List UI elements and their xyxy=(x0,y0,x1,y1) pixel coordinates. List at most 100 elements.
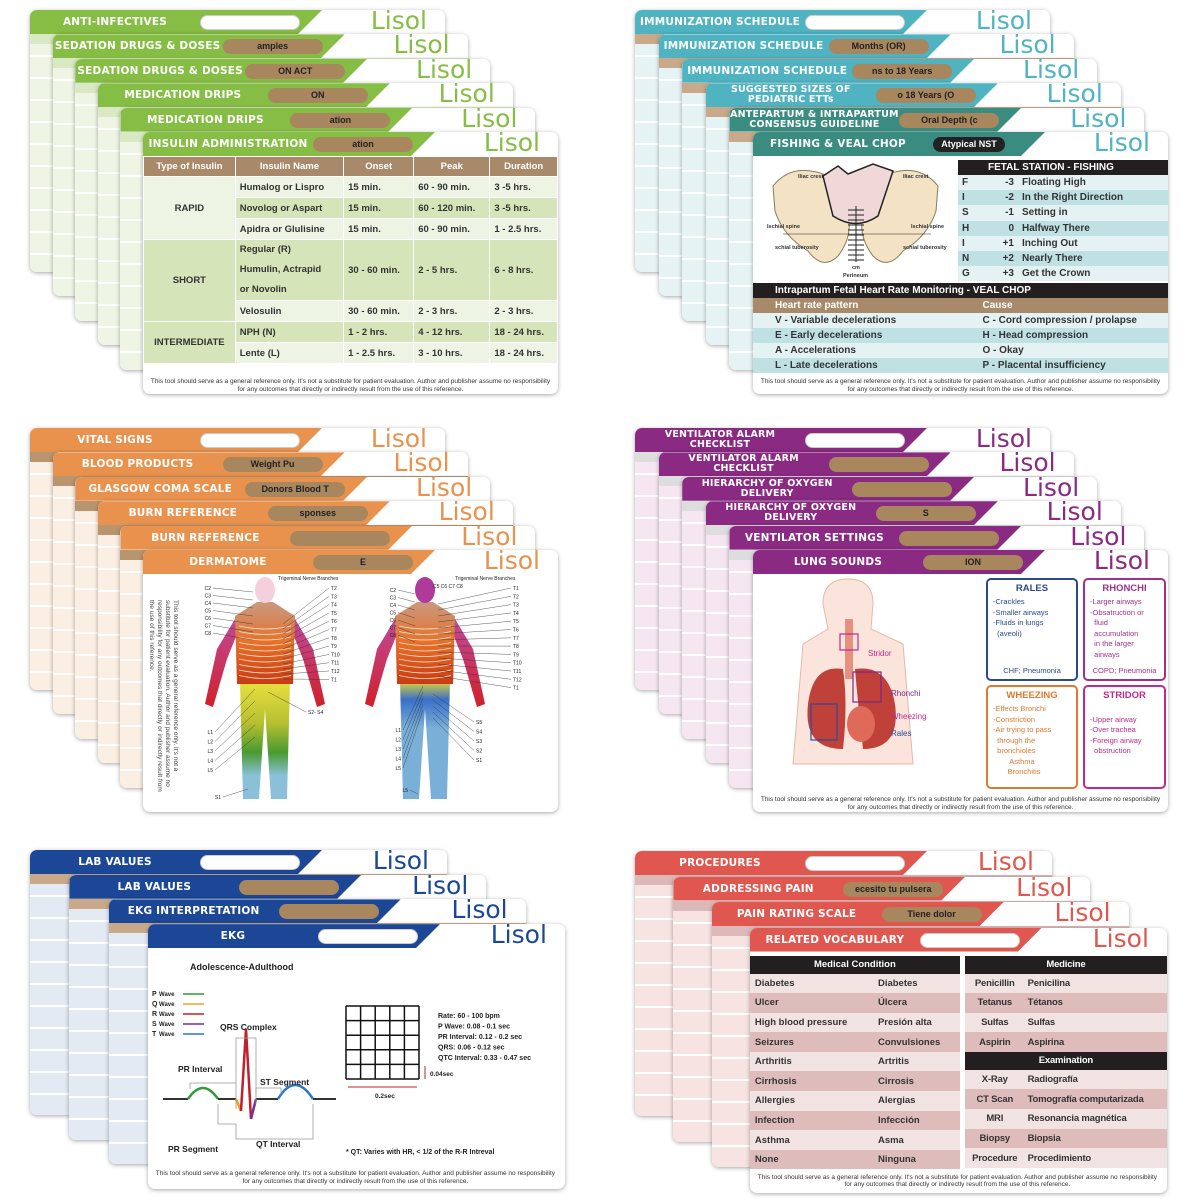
body-figure xyxy=(205,577,325,799)
brand-logo: Lisol xyxy=(1016,876,1073,902)
dermatome-band xyxy=(238,653,292,657)
pelvis-label: Perineum xyxy=(843,273,868,279)
box-line: (aveoli) xyxy=(993,628,1022,638)
table-cell: 1 - 2.5 hrs. xyxy=(489,218,558,240)
dermatome-label: L3 xyxy=(207,749,213,755)
leader-line xyxy=(212,625,254,633)
ekg-label: PR Interval xyxy=(178,1064,222,1074)
sound-box-rales: RALES-Crackles-Smaller airways-Fluids in… xyxy=(986,578,1078,681)
ekg-label: QTC Interval: 0.33 - 0.47 sec xyxy=(438,1055,531,1062)
station-cell: +2 xyxy=(988,250,1018,267)
card-title: HIERARCHY OF OXYGEN DELIVERY xyxy=(725,502,857,524)
dermatome-band xyxy=(238,642,292,646)
card-title: BURN REFERENCE xyxy=(151,531,260,544)
leader-line xyxy=(437,663,512,672)
box-line: -Crackles xyxy=(993,597,1025,606)
dermatome-band xyxy=(398,658,452,663)
dermatome-label: T5 xyxy=(331,611,337,617)
lanyard-slot: ION xyxy=(923,555,1023,570)
card-title: FISHING & VEAL CHOP xyxy=(770,138,906,150)
brand-logo: Lisol xyxy=(1092,927,1149,953)
dermatome-label: S1 xyxy=(476,758,482,764)
leader-line xyxy=(212,595,254,601)
lanyard-slot: ation xyxy=(313,137,413,152)
lanyard-slot: Donors Blood T xyxy=(245,481,346,497)
leader-line xyxy=(282,604,330,635)
dermatome-label: T1 xyxy=(331,677,337,683)
dermatome-label: S2 xyxy=(476,749,482,755)
leader-line xyxy=(282,645,330,660)
dermatome-label: T8 xyxy=(513,644,519,650)
card-title: IMMUNIZATION SCHEDULE xyxy=(687,64,848,77)
card-title: LUNG SOUNDS xyxy=(793,556,883,568)
box-title: RHONCHI xyxy=(1102,583,1147,594)
vocab-cell: Penicillin xyxy=(964,973,1025,994)
brand-logo: Lisol xyxy=(438,83,495,109)
leader-line xyxy=(402,697,424,750)
card-title: ANTEPARTUM & INTRAPARTUM CONSENSUS GUIDE… xyxy=(730,108,899,130)
veal-cell: C - Cord compression / prolapse xyxy=(960,313,1168,328)
lanyard-slot xyxy=(200,855,300,870)
pelvis-label: schial tuberosity xyxy=(903,245,948,251)
lanyard-slot xyxy=(852,481,953,497)
table-cell: 2 - 3 hrs. xyxy=(413,300,491,322)
card-title: MEDICATION DRIPS xyxy=(124,89,242,102)
box-line: through the xyxy=(993,735,1036,745)
dermatome-label: C2 xyxy=(205,586,212,592)
station-cell: Get the Crown xyxy=(1018,266,1168,282)
leader-line xyxy=(214,700,256,742)
brand-logo: Lisol xyxy=(1023,58,1080,84)
brand-logo: Lisol xyxy=(1046,501,1103,527)
leader-line xyxy=(437,669,512,680)
box-footer: COPD; Pneumonia xyxy=(1092,665,1157,675)
dermatome-label: T12 xyxy=(331,669,340,675)
disclaimer: This tool should serve as a general refe… xyxy=(150,378,551,393)
lanyard-slot xyxy=(828,457,929,473)
ekg-label: R xyxy=(152,1011,157,1018)
dermatome-label: L5 xyxy=(395,766,401,772)
veal-cell: P - Placental insufficiency xyxy=(960,358,1168,373)
table-cell: Novolog or Aspart xyxy=(234,197,345,219)
ekg-label: QT Interval xyxy=(256,1139,300,1149)
dermatome-label: T1 xyxy=(513,686,519,692)
leader-line xyxy=(437,596,512,611)
dermatome-label: L5 xyxy=(207,768,213,774)
dermatome-label: T2 xyxy=(513,594,519,600)
leader-line xyxy=(212,632,254,641)
card-title: VENTILATOR SETTINGS xyxy=(744,531,884,544)
box-line: accumulation xyxy=(1090,628,1139,638)
brand-logo: Lisol xyxy=(372,850,429,875)
brand-logo: Lisol xyxy=(393,452,450,478)
card-title: ADDRESSING PAIN xyxy=(702,882,814,895)
table-row: Lente (L)1 - 2.5 hrs.3 - 10 hrs.18 - 24 … xyxy=(144,342,558,364)
leader-line xyxy=(282,654,330,665)
veal-cell: V - Variable decelerations xyxy=(753,313,961,328)
dermatome-label: T9 xyxy=(331,644,337,650)
lanyard-slot: E xyxy=(313,555,413,570)
card-title: RELATED VOCABULARY xyxy=(765,933,905,946)
disclaimer: This tool should serve as a general refe… xyxy=(757,1173,1158,1189)
dermatome-label: L4 xyxy=(395,757,401,763)
card-title: SEDATION DRUGS & DOSES xyxy=(54,40,221,53)
table-cell: 60 - 90 min. xyxy=(413,218,491,240)
dermatome-label: T6 xyxy=(331,619,337,625)
t-wave xyxy=(276,1083,314,1100)
vocab-cell: Diabetes xyxy=(749,973,873,994)
leader-line xyxy=(282,612,330,640)
lanyard-slot: Atypical NST xyxy=(933,137,1005,152)
brand-logo: Lisol xyxy=(438,501,495,527)
